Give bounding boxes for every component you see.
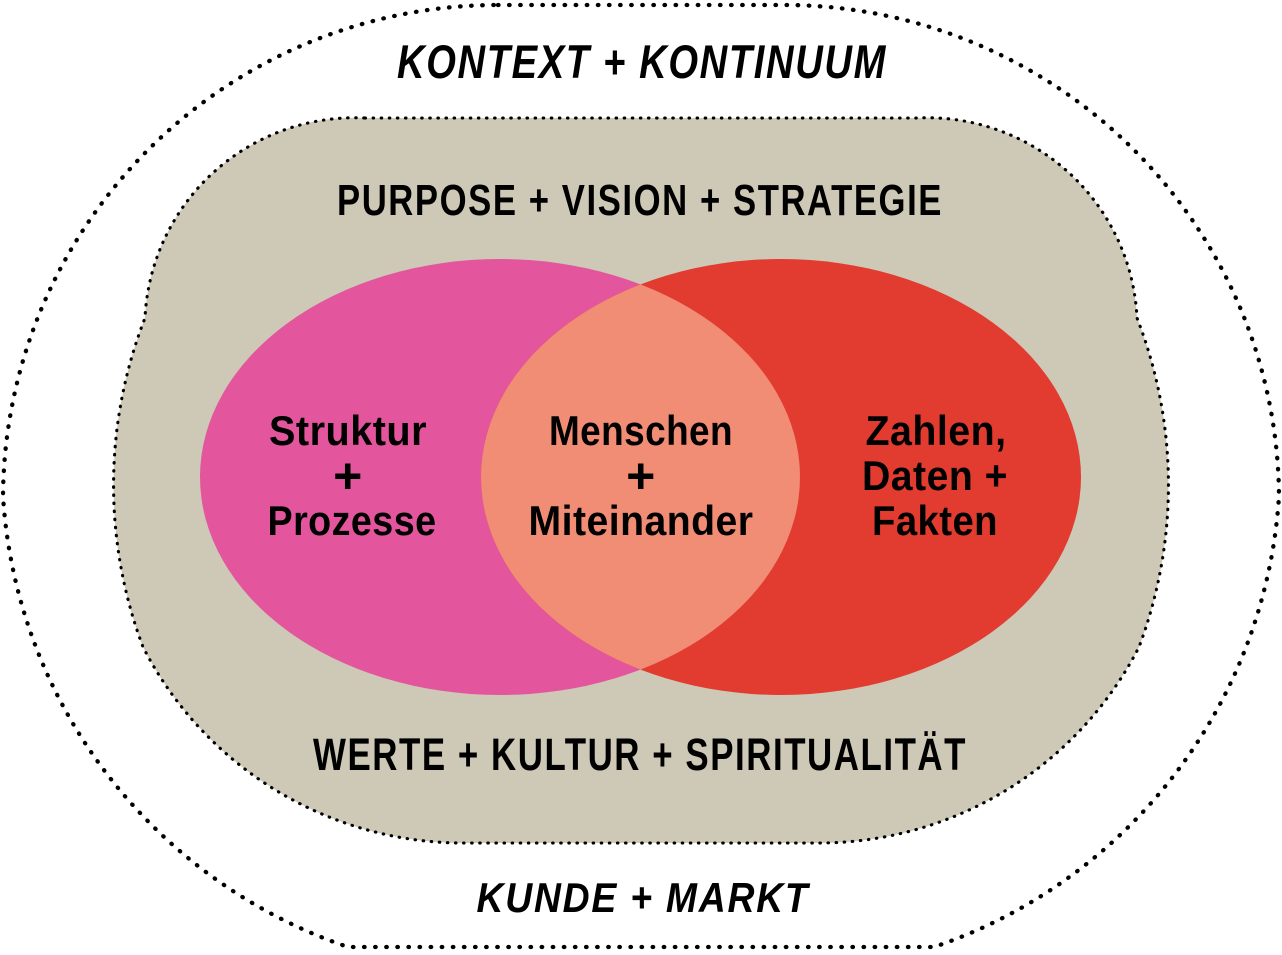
venn-left-line1: Struktur bbox=[269, 407, 427, 454]
venn-right-line3: Fakten bbox=[872, 497, 998, 544]
venn-center-line1: Menschen bbox=[549, 407, 733, 454]
venn-right-line2: Daten + bbox=[862, 452, 1008, 499]
venn-overlap-lens bbox=[481, 259, 800, 695]
venn-right-line1: Zahlen, bbox=[866, 407, 1007, 454]
venn-center-line2: + bbox=[626, 448, 656, 504]
inner-top-label: PURPOSE + VISION + STRATEGIE bbox=[337, 176, 943, 225]
venn-left-line3: Prozesse bbox=[268, 497, 437, 544]
outer-top-label: KONTEXT + KONTINUUM bbox=[397, 35, 887, 88]
venn-left-line2: + bbox=[333, 448, 363, 504]
venn-center-line3: Miteinander bbox=[529, 497, 754, 544]
inner-bottom-label: WERTE + KULTUR + SPIRITUALITÄT bbox=[313, 729, 967, 780]
outer-bottom-label: KUNDE + MARKT bbox=[477, 874, 811, 921]
